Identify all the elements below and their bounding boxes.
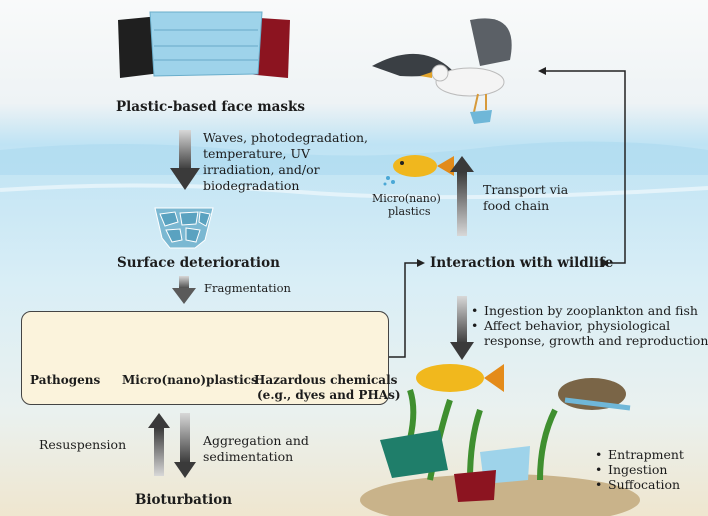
fish-microplastics-line-1: Micro(nano) — [372, 192, 441, 205]
resuspension-label: Resuspension — [39, 437, 127, 452]
aggregation-line-2: sedimentation — [203, 449, 294, 464]
breakdown-products-box — [21, 311, 389, 405]
surface-deterioration-illustration — [154, 207, 214, 249]
hazardous-chemicals-examples: (e.g., dyes and PHAs) — [257, 388, 401, 402]
outcome-item: Entrapment — [595, 447, 684, 462]
degradation-line-4: biodegradation — [203, 178, 300, 193]
degradation-line-1: Waves, photodegradation, — [203, 130, 369, 145]
seagull-illustration — [372, 18, 512, 124]
effect-item: Affect behavior, physiological — [471, 318, 708, 333]
effects-list: Ingestion by zooplankton and fish Affect… — [470, 303, 708, 348]
aggregation-line-1: Aggregation and — [203, 433, 309, 448]
effect-item: response, growth and reproduction — [484, 333, 708, 348]
outcomes-list: Entrapment Ingestion Suffocation — [594, 447, 684, 492]
fish-small-illustration — [383, 155, 454, 186]
degradation-line-2: temperature, UV — [203, 146, 311, 161]
masks-label: Plastic-based face masks — [116, 99, 305, 115]
pathogens-label: Pathogens — [30, 373, 101, 387]
face-masks-illustration — [118, 11, 290, 78]
transport-line-2: food chain — [483, 198, 550, 213]
hazardous-chemicals-label: Hazardous chemicals — [254, 373, 398, 387]
wildlife-interaction-label: Interaction with wildlife — [430, 255, 614, 271]
bioturbation-label: Bioturbation — [135, 492, 233, 508]
outcome-item: Ingestion — [595, 462, 684, 477]
outcome-item: Suffocation — [595, 477, 684, 492]
degradation-line-3: irradiation, and/or — [203, 162, 320, 177]
surface-deterioration-label: Surface deterioration — [117, 255, 280, 271]
underwater-scene — [360, 364, 640, 516]
fish-microplastics-line-2: plastics — [388, 205, 431, 218]
transport-line-1: Transport via — [483, 182, 569, 197]
fragmentation-label: Fragmentation — [204, 281, 291, 295]
microplastics-label: Micro(nano)plastics — [122, 373, 258, 387]
effect-item: Ingestion by zooplankton and fish — [471, 303, 708, 318]
